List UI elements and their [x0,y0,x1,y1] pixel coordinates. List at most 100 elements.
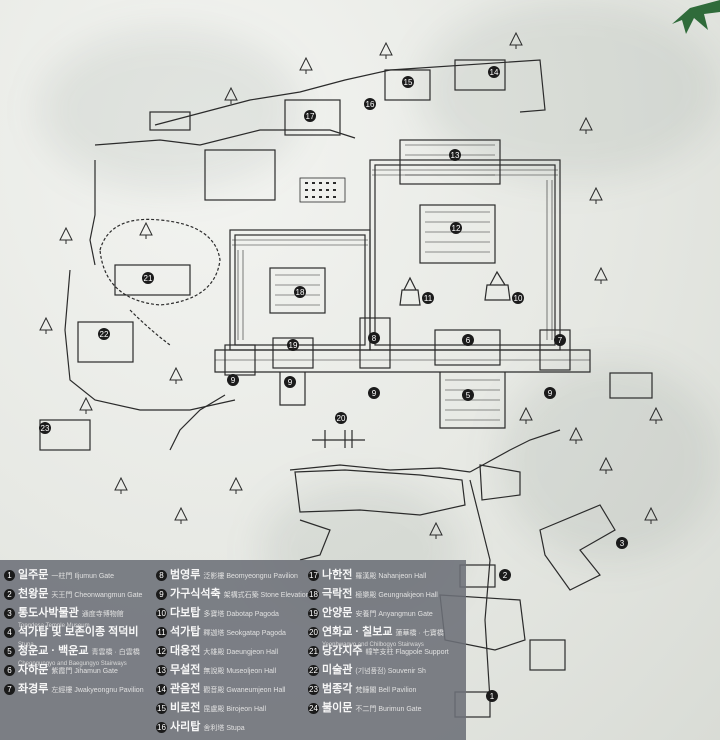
map-marker-number: 14 [490,68,499,77]
legend-korean-name: 미술관 [322,664,353,676]
flagpole-support [312,430,365,448]
legend-subtitle: Cheongungyo and Baegungyo Stairways [18,661,127,667]
hedge-loop [99,218,221,306]
legend-number: 12 [156,646,167,658]
legend-number: 11 [156,627,167,639]
legend-number: 4 [4,627,15,639]
legend-korean-name: 자하문 [18,664,49,676]
legend-number: 23 [308,684,319,696]
legend-subtitle: Tongdosa Temple Museum [18,623,90,629]
map-marker-number: 9 [231,376,236,385]
legend-number: 16 [156,722,167,734]
museum [539,504,616,591]
east-path [469,429,561,473]
map-marker [422,292,434,304]
legend-korean-name: 범종각 [322,683,353,695]
map-marker [554,334,566,346]
map-marker-number: 9 [548,389,553,398]
legend-number: 13 [156,665,167,677]
map-marker [98,328,110,340]
central-path [289,464,471,473]
legend-english-name: 一柱門 Iljumun Gate [51,573,115,580]
map-marker [39,422,51,434]
legend-english-name: 極樂殿 Geungnakjeon Hall [355,592,438,599]
stream [299,519,331,561]
legend-korean-name: 대웅전 [170,645,201,657]
entrance-path [469,479,491,701]
legend-english-name: 觀音殿 Gwaneumjeon Hall [203,687,286,694]
legend-korean-name: 가구식석축 [170,588,221,600]
legend-english-name: 泛影樓 Beomyeongnu Pavilion [203,573,298,580]
map-marker-number: 10 [514,294,523,303]
map-marker-number: 21 [144,274,153,283]
legend-number: 21 [308,646,319,658]
building-roofs [39,59,653,718]
map-marker-number: 20 [337,414,346,423]
map-marker [335,412,347,424]
legend-number: 8 [156,570,167,582]
main-courtyard [369,159,561,351]
map-marker [287,339,299,351]
map-marker-number: 16 [366,100,375,109]
leaf-icon [672,0,720,34]
legend-korean-name: 석가탑 [170,626,201,638]
legend-english-name: 安養門 Anyangmun Gate [355,611,433,618]
legend-korean-name: 불이문 [322,702,353,714]
map-marker [488,66,500,78]
map-marker [227,374,239,386]
left-path [89,160,96,266]
map-marker-number: 11 [424,294,433,303]
east-pond [479,464,521,501]
map-marker-number: 15 [404,78,413,87]
legend-number: 17 [308,570,319,582]
map-marker [294,286,306,298]
map-marker [402,76,414,88]
legend-korean-name: 석가탑 및 보존이종 적덕비 [18,626,139,638]
legend-english-name: 蓮華橋 · 七寶橋 [395,630,444,637]
courtyard-grid [299,177,346,203]
legend-korean-name: 좌경루 [18,683,49,695]
map-marker-number: 1 [490,692,495,701]
legend-korean-name: 나한전 [322,569,353,581]
legend-english-name: 釋迦塔 Seokgatap Pagoda [203,630,286,637]
legend-number: 18 [308,589,319,601]
map-marker [450,222,462,234]
map-marker-number: 6 [466,336,471,345]
map-marker [368,387,380,399]
legend-english-name: 毘盧殿 Birojeon Hall [203,706,267,713]
pagoda-10 [484,270,511,301]
legend-english-name: 天王門 Cheonwangmun Gate [51,592,143,599]
legend-korean-name: 통도사박물관 [18,607,79,619]
shadow-patch [40,30,300,190]
legend-number: 2 [4,589,15,601]
legend-number: 9 [156,589,167,601]
map-marker-number: 18 [296,288,305,297]
map-marker-number: 9 [372,389,377,398]
legend-korean-name: 사리탑 [170,721,201,733]
legend-number: 20 [308,627,319,639]
map-marker-number: 7 [558,336,563,345]
legend-english-name: 不二門 Burimun Gate [355,706,422,713]
legend-subtitle: Yeonhwagyo and Chilbogyo Stairways [322,642,424,648]
legend-english-name: 幢竿支柱 Flagpole Support [365,649,449,656]
legend-number: 22 [308,665,319,677]
map-marker-number: 13 [451,151,460,160]
map-marker [462,334,474,346]
legend-number: 6 [4,665,15,677]
legend-english-name: 紫霞門 Jihamun Gate [51,668,118,675]
